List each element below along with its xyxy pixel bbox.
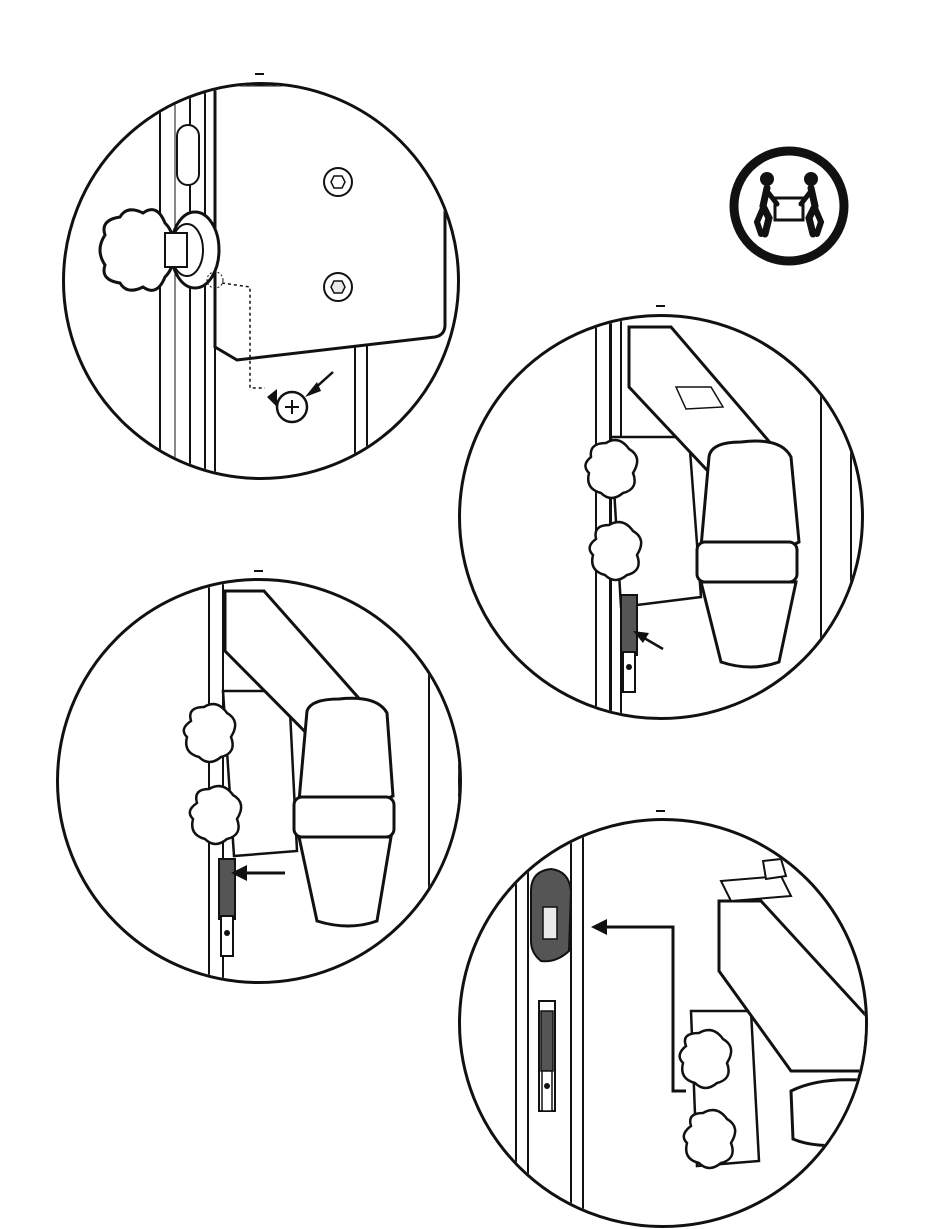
arrow-icon	[591, 919, 686, 1091]
arrow-icon	[231, 865, 285, 881]
panel-3	[56, 578, 462, 984]
arrow-icon	[305, 372, 333, 397]
panel-1	[62, 82, 460, 480]
panel-1-marker	[255, 73, 264, 75]
phillips-screw-icon	[267, 389, 307, 422]
panel-2-marker	[656, 305, 665, 307]
panel-4-marker	[656, 810, 665, 812]
panel-4	[458, 818, 868, 1228]
panel-3-marker	[254, 570, 263, 572]
star-knob-icon	[100, 210, 219, 291]
two-person-lift-icon	[729, 146, 849, 266]
panel-2	[458, 314, 864, 720]
